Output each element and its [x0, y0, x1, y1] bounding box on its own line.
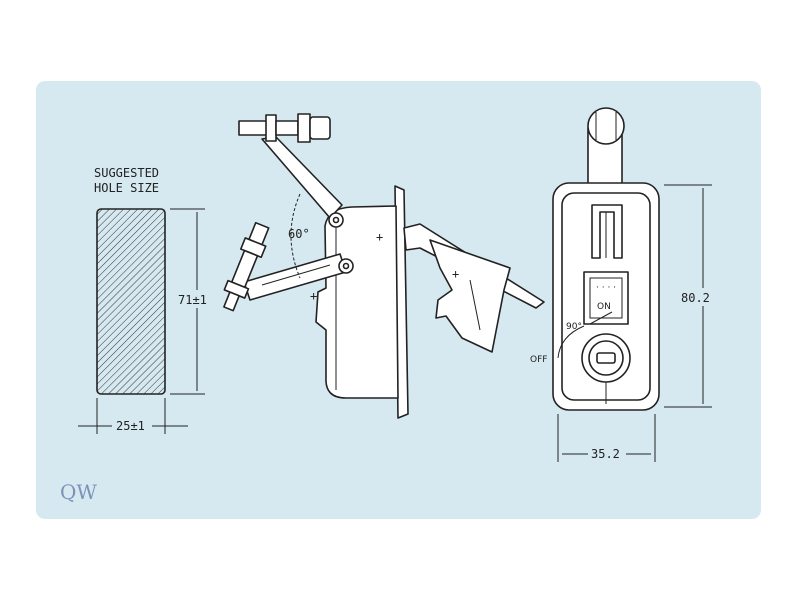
hole-width-label: 25±1 — [116, 419, 145, 433]
swing-angle-label: 60° — [288, 227, 310, 241]
svg-text:+: + — [452, 267, 459, 281]
hole-title-line-1: SUGGESTED — [94, 166, 159, 180]
body-height-label: 80.2 — [681, 291, 710, 305]
hole-outline — [96, 208, 166, 395]
off-label: OFF — [530, 355, 547, 365]
side-view: + + 60° + — [223, 113, 545, 419]
hole-size-view: SUGGESTED HOLE SIZE 71±1 25±1 — [78, 166, 207, 434]
body-width-label: 35.2 — [591, 447, 620, 461]
brand-logo: QW — [60, 480, 97, 504]
svg-text:+: + — [310, 289, 317, 303]
hole-height-label: 71±1 — [178, 293, 207, 307]
front-view: · · · · ON 90° OFF 80.2 35.2 — [530, 107, 712, 462]
svg-text:· · · ·: · · · · — [596, 283, 616, 293]
hole-title-line-2: HOLE SIZE — [94, 181, 159, 195]
logo-text: QW — [60, 480, 97, 504]
rotation-angle-label: 90° — [566, 322, 582, 332]
svg-text:+: + — [376, 230, 383, 244]
on-label: ON — [597, 302, 611, 312]
